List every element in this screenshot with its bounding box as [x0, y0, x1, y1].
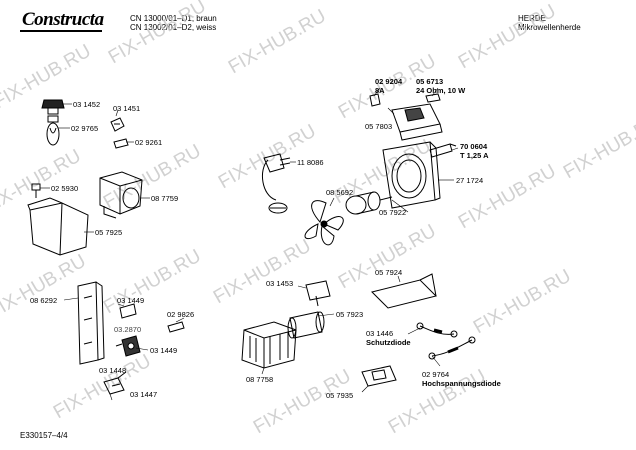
part-label: 03 1449 — [150, 346, 178, 355]
lamp-socket-part — [261, 153, 291, 214]
leader-lines — [40, 87, 459, 401]
protection-diode-part — [416, 322, 458, 338]
model-line-2: CN 13002/01–D2, weiss — [130, 23, 217, 32]
holder-bracket-part — [305, 280, 331, 307]
part-label: 05 7924 — [375, 268, 403, 277]
part-label: 11 8086 — [297, 158, 324, 167]
capacitor-part — [287, 311, 325, 339]
document-id: E330157–4/4 — [20, 431, 68, 440]
part-label: 03 1446 — [366, 329, 394, 338]
fuse-part — [429, 143, 457, 158]
part-label: 08 5692 — [326, 188, 354, 197]
transformer-part — [241, 321, 297, 369]
cover-plate-part — [27, 197, 89, 256]
part-label: 03 1451 — [113, 104, 141, 113]
part-label: 02 9764 — [422, 370, 450, 379]
fan-housing-part — [382, 141, 441, 209]
part-label: 02 9826 — [167, 310, 195, 319]
clip-part — [110, 117, 125, 132]
part-label: 02 9765 — [71, 124, 99, 133]
part-label: T 1,25 A — [460, 151, 489, 160]
part-label: 08 7758 — [246, 375, 274, 384]
part-label: 03 1453 — [266, 279, 294, 288]
part-label: 05 7935 — [326, 391, 354, 400]
part-label: 02 9261 — [135, 138, 163, 147]
part-label: 03 1447 — [130, 390, 158, 399]
thermal-switch-part — [361, 365, 397, 387]
part-label: 05 7803 — [365, 122, 393, 131]
part-label: 24 Ohm, 10 W — [416, 86, 466, 95]
screw-part — [31, 183, 41, 198]
part-label: 27 1724 — [456, 176, 484, 185]
fan-blade-part — [304, 200, 344, 246]
part-label: 8A — [375, 86, 385, 95]
brand-logo: Constructa — [22, 9, 104, 30]
lamp-cap-part — [41, 99, 65, 115]
lever-part — [103, 371, 127, 395]
part-label: 03 1449 — [117, 296, 145, 305]
part-label: Hochspannungsdiode — [422, 379, 501, 388]
bracket-part — [77, 281, 105, 365]
resistor-part — [425, 93, 441, 103]
part-label: 05 7922 — [379, 208, 407, 217]
part-label: 02 5930 — [51, 184, 79, 193]
part-label: 03.2870 — [114, 325, 142, 334]
switch-part — [115, 303, 141, 357]
part-label: 70 0604 — [460, 142, 488, 151]
hv-diode-part — [428, 336, 476, 360]
part-label: 02 9204 — [375, 77, 403, 86]
category-label: Mikrowellenherde — [518, 23, 581, 32]
maker-label: HERDE — [518, 14, 547, 23]
fuse-holder-part — [369, 93, 381, 107]
part-label: 08 7759 — [151, 194, 179, 203]
shield-plate-part — [371, 273, 437, 309]
clamp-part — [167, 321, 185, 333]
part-label: 03 1448 — [99, 366, 127, 375]
part-label: 05 7925 — [95, 228, 123, 237]
part-label: 05 7923 — [336, 310, 364, 319]
model-line-1: CN 13000/01–D1, braun — [130, 14, 217, 23]
bulb-part — [46, 115, 60, 146]
motor-part — [99, 171, 143, 219]
relay-board-part — [391, 103, 443, 141]
logo-underline — [20, 30, 102, 32]
part-label: 05 6713 — [416, 77, 444, 86]
part-label: 08 6292 — [30, 296, 58, 305]
part-label: Schutzdiode — [366, 338, 411, 347]
part-label: 03 1452 — [73, 100, 101, 109]
small-plug-part — [113, 138, 129, 149]
